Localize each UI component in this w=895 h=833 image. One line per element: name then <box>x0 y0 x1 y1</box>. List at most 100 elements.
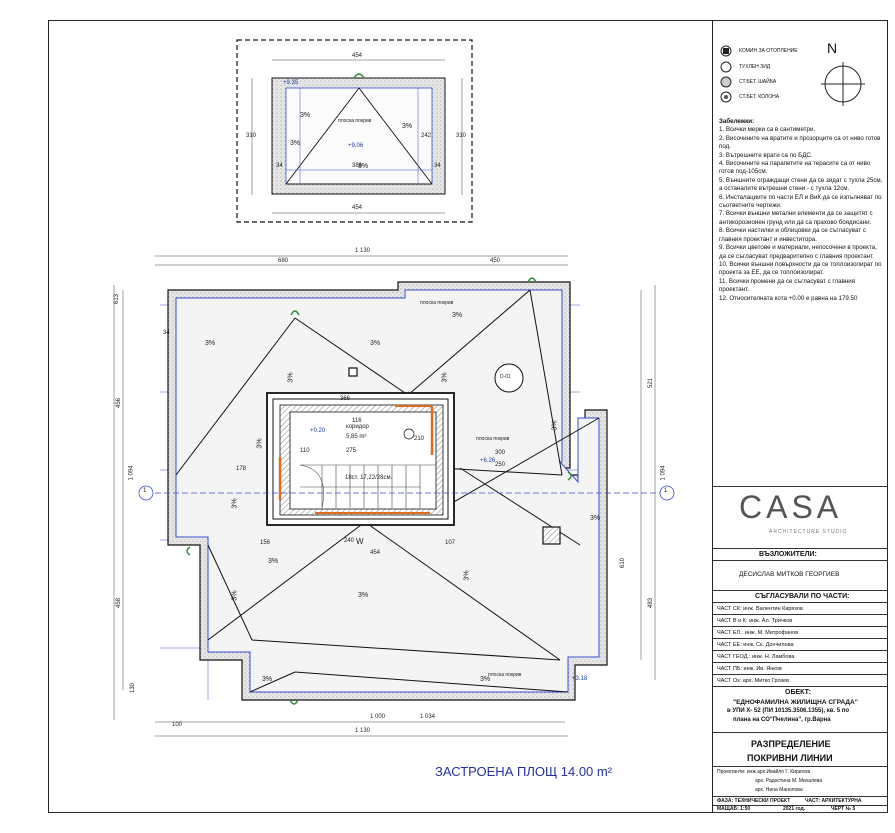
slope-label: 3% <box>287 372 295 383</box>
slope-label: 3% <box>231 498 239 509</box>
slope-label: 3% <box>231 590 239 601</box>
slope-label: 3% <box>262 676 273 683</box>
dim-label: 310 <box>246 133 257 139</box>
slope-label: 3% <box>590 515 601 522</box>
legend-concrete-wall: СТ.БЕТ. ШАЙБА <box>739 79 777 85</box>
slope-label: 3% <box>441 372 449 383</box>
scale-row: МАЩАБ: 1:50 2021 год. ЧЕРТ № 5 <box>713 805 888 813</box>
dim-label: 310 <box>456 133 467 139</box>
designers-box: Проектанти: инж.арх.Ивайло Г. Кирилов ар… <box>713 766 888 796</box>
dim-label: 454 <box>352 205 363 211</box>
main-roof-plan <box>113 255 675 737</box>
notes: Забележки: 1. Всички мерки са в сантимет… <box>719 118 883 303</box>
slope-label: 3% <box>452 312 463 319</box>
note-item: 4. Височините на парапетите на терасите … <box>719 160 871 176</box>
agreed-part: ЧАСТ ГЕОД.: инж. Н. Ламбова <box>713 650 888 662</box>
slope-label: 3% <box>402 123 413 130</box>
dim-label: 454 <box>352 53 363 59</box>
note-item: 3. Вътрешните врати са по БДС. <box>719 151 813 159</box>
note-item: 1. Всички мерки са в сантиметри. <box>719 126 816 134</box>
slope-label: 3% <box>290 140 301 147</box>
roof-type-label: плоска покрив <box>476 436 510 442</box>
dim-label: 300 <box>495 450 506 456</box>
legend-brick-wall: ТУХЛЕН ЗИД <box>739 64 771 70</box>
dim-label: 116 <box>352 418 362 424</box>
dim-label: 450 <box>490 258 501 264</box>
dim-label: 613 <box>114 293 121 305</box>
casa-logo: CASA <box>739 489 843 525</box>
elevation-label: +3.18 <box>572 676 588 682</box>
dim-label: 130 <box>130 682 137 694</box>
axis-label: 1 <box>664 488 668 494</box>
detail-label: D-01 <box>500 374 511 380</box>
agreed-header: СЪГЛАСУВАЛИ ПО ЧАСТИ: <box>713 590 888 602</box>
dim-label: 1 094 <box>128 465 135 481</box>
note-item: 9. Всички цветове и материали, непосочен… <box>719 244 877 260</box>
door-label: 210 <box>414 436 425 442</box>
dim-label: 456 <box>116 397 123 409</box>
note-item: 5. Външните ограждащи стени да се зидат … <box>719 176 883 193</box>
compass-icon <box>821 62 865 106</box>
sheet-frame <box>48 20 888 813</box>
slope-label: 3% <box>358 163 369 170</box>
slope-label: 3% <box>480 676 491 683</box>
slope-label: 3% <box>205 340 216 347</box>
dim-label: 1 130 <box>355 728 371 734</box>
dim-label: 178 <box>236 466 247 472</box>
dim-label: 454 <box>370 550 381 556</box>
slope-label: 3% <box>300 112 311 119</box>
investor-row: ДЕСИСЛАВ МИТКОВ ГЕОРГИЕВ <box>713 560 888 590</box>
w-label: W <box>356 537 364 546</box>
dim-label: 100 <box>172 722 183 728</box>
dim-label: 1 130 <box>355 248 371 254</box>
compass-north-label: N <box>827 40 838 56</box>
dim-label: 610 <box>620 557 627 569</box>
logo-box: CASA ARCHITECTURE STUDIO <box>713 486 888 548</box>
elevation-label: +0.20 <box>310 428 326 434</box>
title-block: N КОМИН ЗА ОТОПЛЕНИЕ ТУХЛЕН ЗИД СТ.БЕТ. … <box>712 20 888 813</box>
axis-label: 1 <box>143 488 147 494</box>
dim-label: 1 094 <box>660 465 667 481</box>
notes-title: Забележки: <box>719 118 755 125</box>
room-name: коридор <box>346 424 369 430</box>
dim-label: 458 <box>116 597 123 609</box>
dim-label: 483 <box>648 597 655 609</box>
roof-type-label: плоска покрив <box>488 672 522 678</box>
stair-label: 18ст. 17,22/28см. <box>345 475 393 481</box>
elevation-label: +9.35 <box>283 80 299 86</box>
dim-label: 34 <box>434 163 441 169</box>
agreed-part: ЧАСТ ЕЛ.: инж. М. Митрофанов <box>713 626 888 638</box>
note-item: 11. Всички промени да се съгласуват с гл… <box>719 277 856 294</box>
slope-label: 3% <box>256 438 264 449</box>
dim-label: 366 <box>340 396 351 402</box>
dim-label: 1 000 <box>370 714 386 720</box>
investors-header: ВЪЗЛОЖИТЕЛИ: <box>713 548 888 560</box>
note-item: 2. Височините на вратите и прозорците са… <box>719 134 881 151</box>
dim-label: 34 <box>163 330 170 336</box>
slope-label: 3% <box>551 420 559 431</box>
agreed-part: ЧАСТ СК: инж. Валентин Кирязов <box>713 602 888 614</box>
top-roof-plan <box>236 39 473 223</box>
legend-chimney: КОМИН ЗА ОТОПЛЕНИЕ <box>739 48 798 54</box>
note-item: 10. Всички външни повърхности да се топл… <box>719 260 882 277</box>
dim-label: 34 <box>276 163 283 169</box>
note-item: 7. Всички външни метални елементи да се … <box>719 210 873 226</box>
phase-row: ФАЗА: ТЕХНИЧЕСКИ ПРОЕКТ ЧАСТ: АРХИТЕКТУР… <box>713 796 888 805</box>
dim-label: 1 034 <box>420 714 436 720</box>
slope-label: 3% <box>358 592 369 599</box>
dim-label: 275 <box>346 448 357 454</box>
dim-label: 107 <box>445 540 456 546</box>
elevation-label: +6.26 <box>480 458 496 464</box>
agreed-part: ЧАСТ ЕЕ: инж. Ск. Дончилова <box>713 638 888 650</box>
agreed-part: ЧАСТ Оз: арх. Митко Грозев <box>713 674 888 686</box>
dim-label: 521 <box>648 377 655 389</box>
object-box: ОБЕКТ: "ЕДНОФАМИЛНА ЖИЛИЩНА СГРАДА" в УП… <box>713 686 888 732</box>
drawing-title-box: РАЗПРЕДЕЛЕНИЕ ПОКРИВНИ ЛИНИИ <box>713 732 888 766</box>
dim-label: 250 <box>495 462 506 468</box>
casa-logo-subtitle: ARCHITECTURE STUDIO <box>769 529 848 535</box>
dim-label: 242 <box>421 133 432 139</box>
slope-label: 3% <box>463 570 471 581</box>
roof-type-label: плоска покрив <box>420 300 454 306</box>
note-item: 12. Относителната кота +0.00 е равна на … <box>719 294 858 302</box>
